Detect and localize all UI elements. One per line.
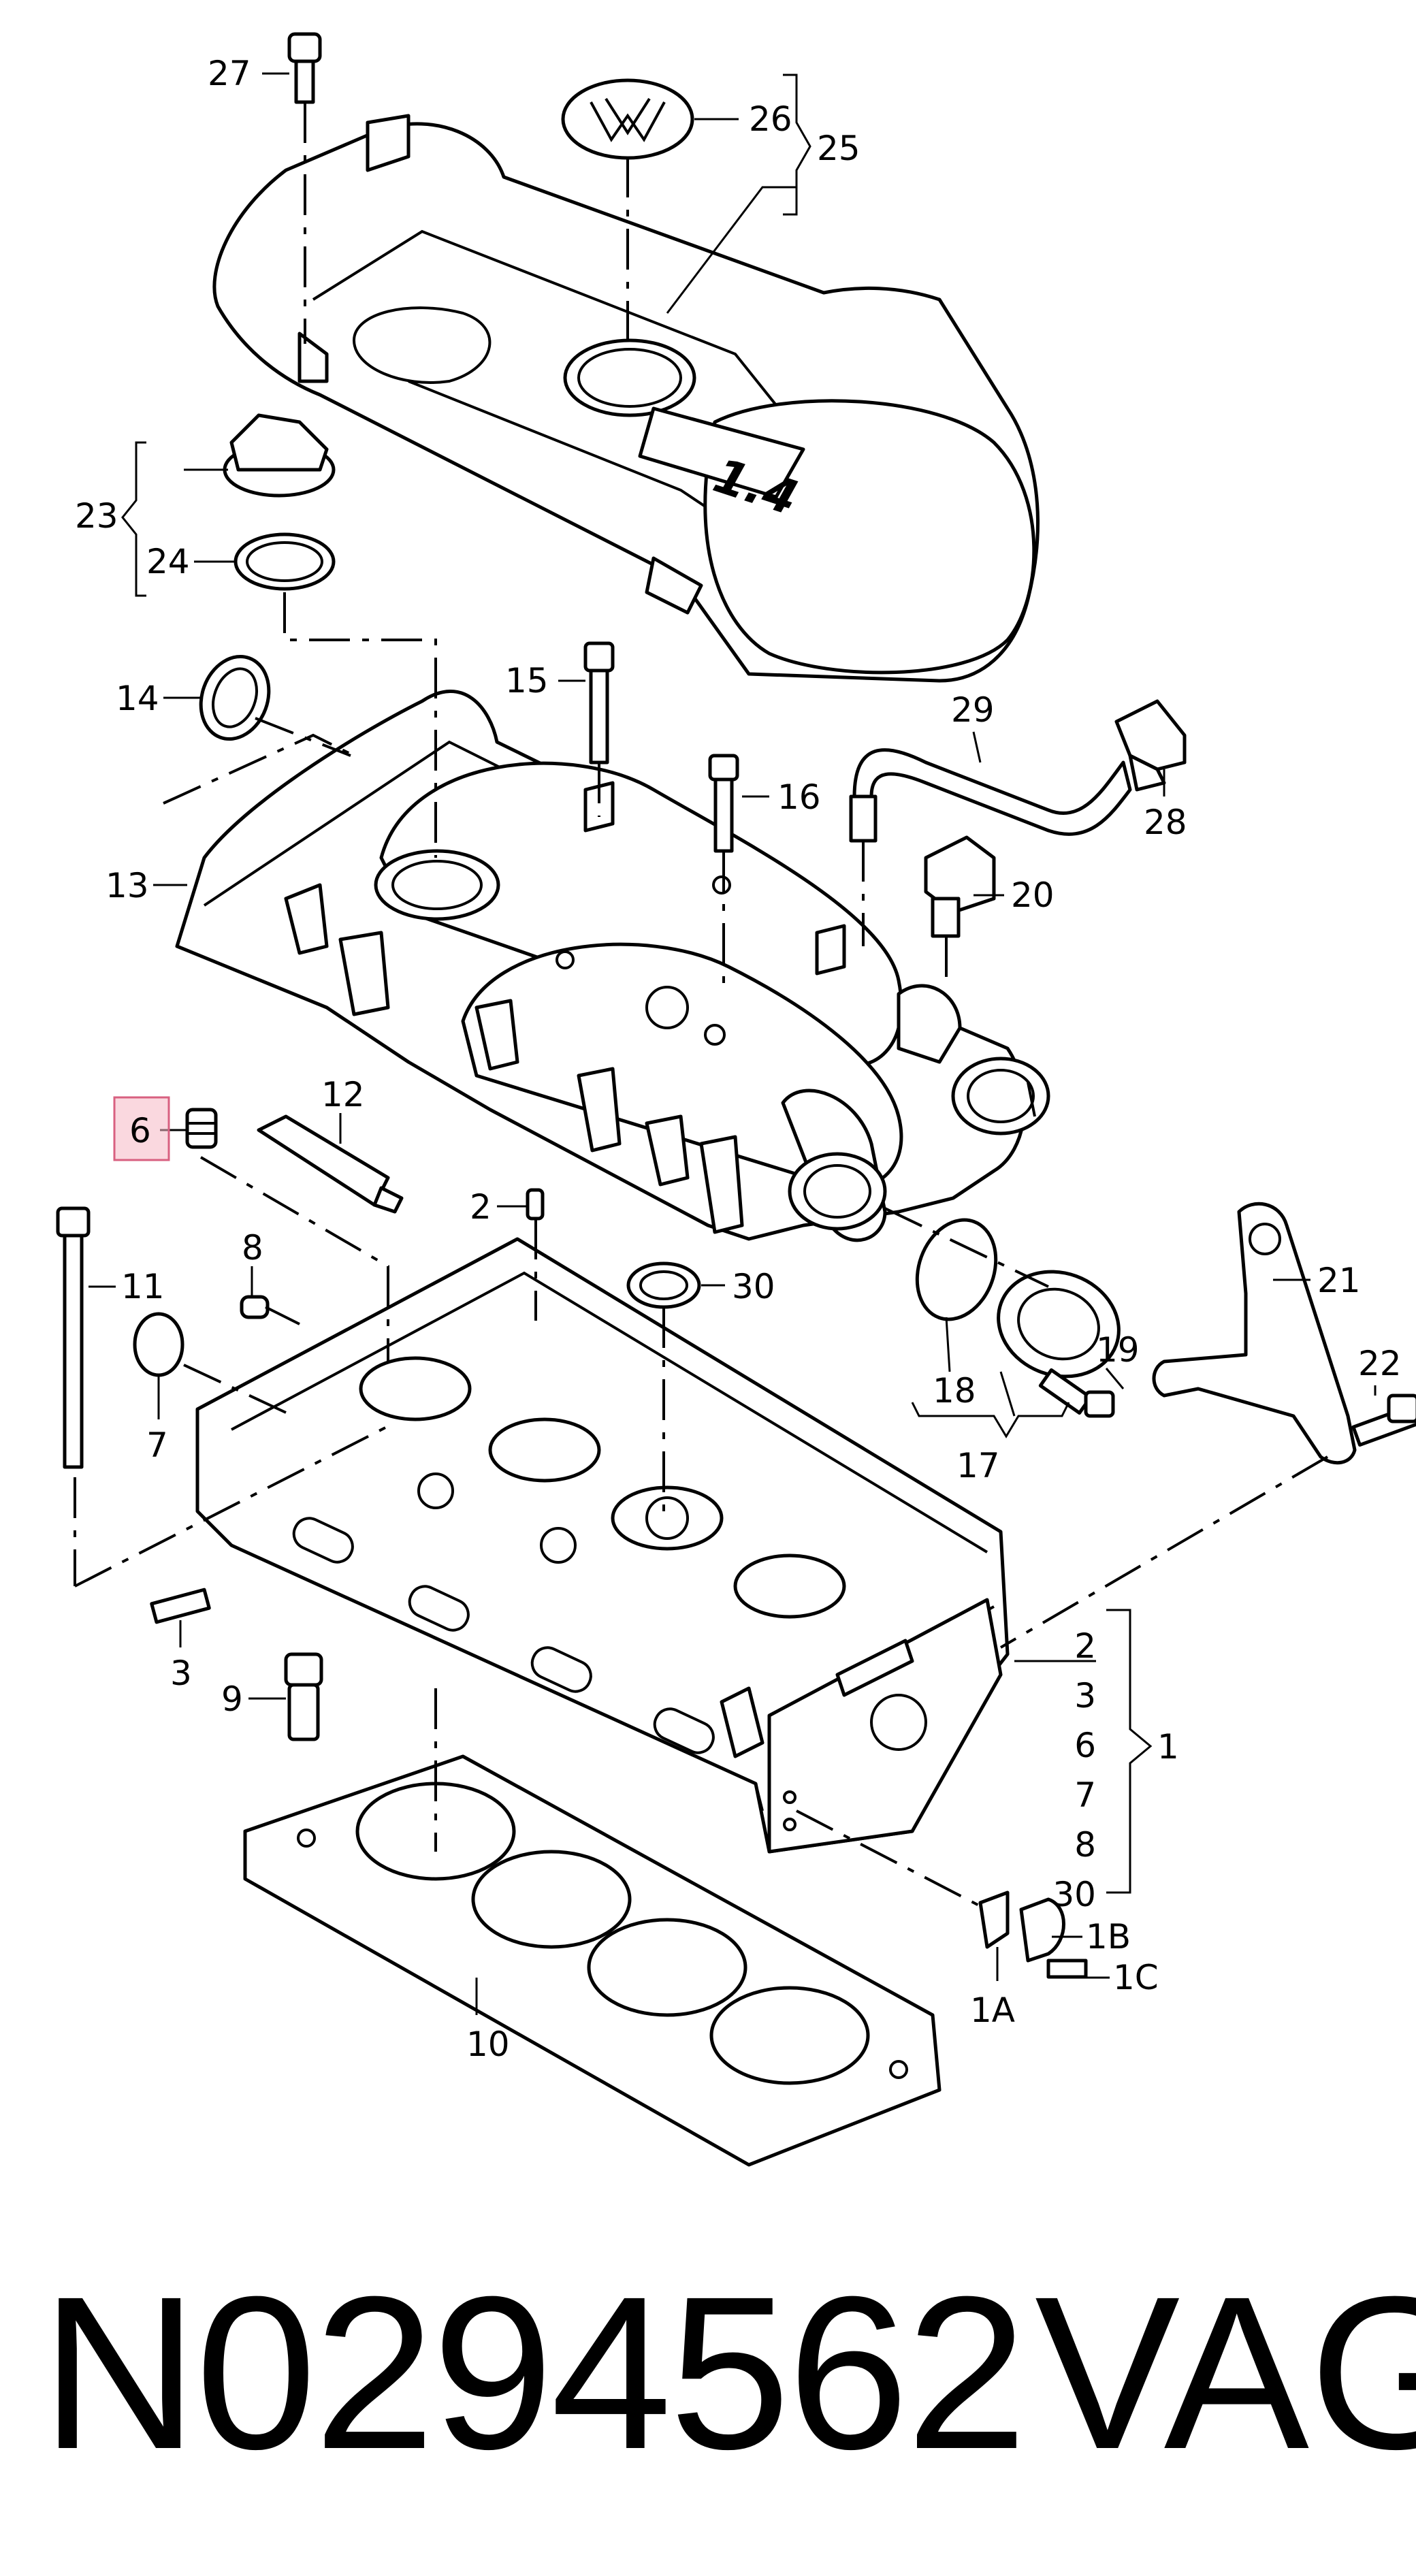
cylinder-head [195, 1237, 1010, 1854]
callout-3[interactable]: 3 [170, 1654, 192, 1693]
part-number: N0294562 [41, 2251, 1027, 2494]
group-1-item[interactable]: 2 [1074, 1626, 1096, 1666]
group-1-item[interactable]: 6 [1074, 1726, 1096, 1765]
callout-30[interactable]: 30 [732, 1267, 775, 1306]
callout-1B[interactable]: 1B [1086, 1917, 1131, 1957]
seal-ring-24 [234, 532, 336, 591]
callout-17[interactable]: 17 [956, 1446, 1000, 1485]
callout-labels: 27 26 25 23 24 14 15 29 16 28 13 20 6 12… [75, 54, 1402, 2064]
plate-1B [1019, 1897, 1065, 1963]
callout-22[interactable]: 22 [1358, 1344, 1402, 1383]
hose-connector [849, 794, 878, 843]
leader-lines [88, 72, 1377, 2015]
callout-13[interactable]: 13 [106, 866, 149, 905]
seal-14 [199, 654, 271, 741]
head-bolt [56, 1206, 91, 1469]
sealing-plug [133, 1312, 184, 1377]
pin-8 [240, 1295, 270, 1319]
bolt-22 [1351, 1394, 1416, 1447]
callout-28[interactable]: 28 [1144, 803, 1187, 842]
ring-30 [626, 1261, 701, 1309]
bolt-15 [583, 641, 615, 764]
callout-27[interactable]: 27 [208, 54, 251, 93]
callout-9[interactable]: 9 [221, 1679, 243, 1719]
breather-hose [852, 748, 1132, 836]
screw-1C [1046, 1959, 1088, 1979]
callout-11[interactable]: 11 [121, 1267, 165, 1306]
bolt-16 [708, 754, 739, 853]
group-1-item[interactable]: 7 [1074, 1775, 1096, 1815]
assembly-centerlines [74, 102, 1329, 1907]
callout-25[interactable]: 25 [817, 129, 860, 168]
callout-1[interactable]: 1 [1157, 1727, 1179, 1767]
o-ring-18 [915, 1218, 998, 1321]
group-1-item-list: 2 3 6 7 8 30 [1052, 1626, 1096, 1914]
gasket-1A [978, 1890, 1010, 1949]
sleeve-9 [284, 1652, 323, 1741]
head-gasket [243, 1754, 942, 2167]
callout-1C[interactable]: 1C [1113, 1958, 1159, 1997]
callout-26[interactable]: 26 [749, 99, 792, 139]
callout-1A[interactable]: 1A [970, 1991, 1015, 2030]
brand-name: VAG [1035, 2251, 1416, 2494]
callout-14[interactable]: 14 [116, 679, 159, 718]
camshaft-sensor [924, 835, 996, 938]
group-1-item[interactable]: 8 [1074, 1825, 1096, 1865]
valve-stem-seal [185, 1108, 218, 1149]
engine-cover: 1.4 [212, 78, 1040, 683]
callout-15[interactable]: 15 [505, 661, 549, 701]
bolt-27 [287, 32, 322, 104]
callout-12[interactable]: 12 [321, 1075, 365, 1114]
dowel-pin [526, 1188, 545, 1221]
callout-8[interactable]: 8 [242, 1228, 263, 1268]
callout-29[interactable]: 29 [951, 690, 995, 730]
hose-fitting-28 [1114, 699, 1187, 792]
callout-21[interactable]: 21 [1317, 1261, 1361, 1300]
callout-19[interactable]: 19 [1096, 1330, 1140, 1370]
callout-6[interactable]: 6 [129, 1111, 151, 1150]
callout-10[interactable]: 10 [466, 2025, 510, 2064]
callout-2[interactable]: 2 [470, 1187, 492, 1227]
group-1-item[interactable]: 3 [1074, 1676, 1096, 1716]
lifting-bracket [1152, 1202, 1357, 1465]
exploded-parts-diagram: 1.4 [56, 32, 1416, 2167]
callout-24[interactable]: 24 [146, 542, 190, 581]
stud-3 [150, 1588, 211, 1624]
sealant-tube [257, 1114, 404, 1214]
callout-18[interactable]: 18 [933, 1371, 976, 1411]
callout-20[interactable]: 20 [1011, 875, 1055, 915]
group-1-item[interactable]: 30 [1052, 1875, 1096, 1914]
callout-7[interactable]: 7 [146, 1426, 168, 1465]
bracket-hole [1249, 1223, 1281, 1255]
oil-filler-cap [223, 413, 336, 498]
screw-19 [1038, 1368, 1115, 1418]
highlight-box [113, 1096, 170, 1161]
housing-cover-17 [997, 1270, 1121, 1379]
camshaft-housing [175, 690, 1050, 1242]
callout-23[interactable]: 23 [75, 496, 118, 536]
callout-16[interactable]: 16 [777, 777, 821, 817]
